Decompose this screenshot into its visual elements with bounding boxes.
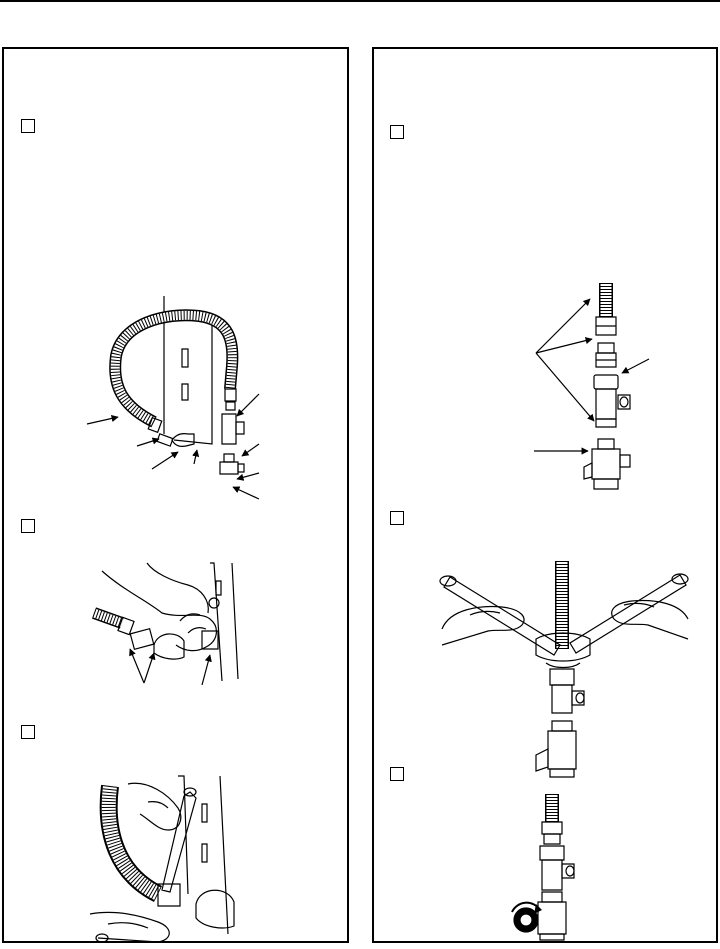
figure-hose-tee-lower-arrows (232, 469, 269, 509)
step-1-checkbox-icon[interactable] (21, 119, 35, 133)
step-2-checkbox-icon[interactable] (21, 519, 35, 533)
right-column-frame (372, 47, 718, 943)
step-4-checkbox-icon[interactable] (390, 125, 404, 139)
page-top-rule (0, 0, 720, 2)
step-6-checkbox-icon[interactable] (390, 767, 404, 781)
figure-wrench-hose-fitting (88, 774, 258, 944)
figure-hose-tee-assembly (74, 294, 274, 474)
step-5-checkbox-icon[interactable] (390, 511, 404, 525)
figure-valve-handle-turn (506, 792, 606, 942)
figure-two-wrench-tightening (440, 559, 690, 789)
figure-hand-fitting-connection (92, 561, 252, 691)
step-3-checkbox-icon[interactable] (21, 725, 35, 739)
left-column-frame (2, 47, 349, 943)
figure-exploded-tee-valve (534, 281, 654, 496)
